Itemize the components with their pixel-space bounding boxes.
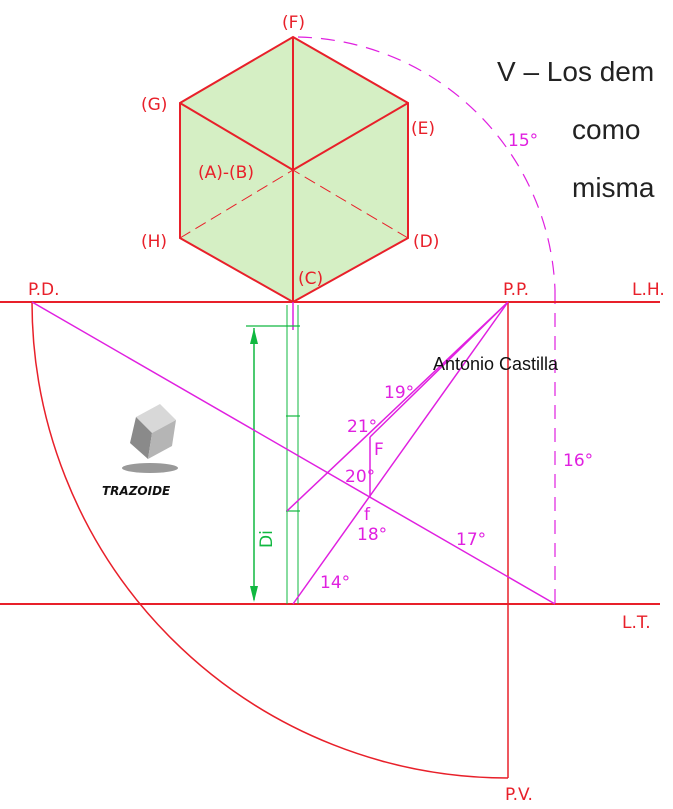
dimension-arrow-bottom: [250, 586, 258, 602]
step-16: 16°: [563, 451, 593, 471]
cube-hidden-hb: [179, 169, 294, 239]
dimension-arrow-top: [250, 328, 258, 344]
vertex-label-ab: (A)-(B): [198, 163, 254, 183]
step-21: 21°: [347, 417, 377, 437]
construction-lines: [31, 301, 556, 605]
label-pp: P.P.: [503, 280, 529, 300]
heading-line-2: como: [572, 114, 641, 145]
heading-line-1: V – Los dem: [497, 56, 655, 87]
vertex-label-f: (F): [282, 13, 305, 33]
vertex-label-d: (D): [413, 232, 439, 252]
step-14: 14°: [320, 573, 350, 593]
cube-edge-ec: [292, 102, 409, 171]
dimension-label: Di: [257, 530, 277, 548]
step-19: 19°: [384, 383, 414, 403]
step-20: 20°: [345, 467, 375, 487]
logo-cube-left: [130, 417, 152, 459]
label-lh: L.H.: [632, 280, 665, 300]
label-pd: P.D.: [28, 280, 60, 300]
cube-hidden-db: [292, 169, 409, 239]
line-pp-to-mark: [286, 301, 509, 512]
vertex-label-h: (H): [141, 232, 167, 252]
step-15: 15°: [508, 131, 538, 151]
line-pp-upper: [369, 301, 509, 438]
logo-text: TRAZOIDE: [102, 484, 171, 498]
logo-shadow: [122, 463, 178, 473]
cube-edge-gc: [179, 102, 294, 171]
vertex-label-g: (G): [141, 95, 167, 115]
dashed-arc: [297, 36, 556, 291]
vertex-label-e: (E): [411, 119, 435, 139]
step-17: 17°: [456, 530, 486, 550]
line-pp-to-c: [292, 301, 509, 605]
point-f: f: [364, 505, 371, 525]
heading-line-3: misma: [572, 172, 655, 203]
line-pd-to-lt: [31, 301, 556, 605]
label-pv: P.V.: [505, 785, 533, 805]
point-F: F: [374, 440, 384, 460]
trazoide-logo: TRAZOIDE: [102, 404, 178, 498]
logo-cube-right: [148, 420, 176, 459]
logo-cube-top: [136, 404, 176, 433]
label-lt: L.T.: [622, 613, 651, 633]
author-credit: Antonio Castilla: [433, 354, 559, 374]
heading-text: V – Los dem como misma: [497, 52, 654, 226]
step-18: 18°: [357, 525, 387, 545]
vertex-label-c: (C): [298, 269, 323, 289]
distance-arc: [31, 301, 509, 779]
